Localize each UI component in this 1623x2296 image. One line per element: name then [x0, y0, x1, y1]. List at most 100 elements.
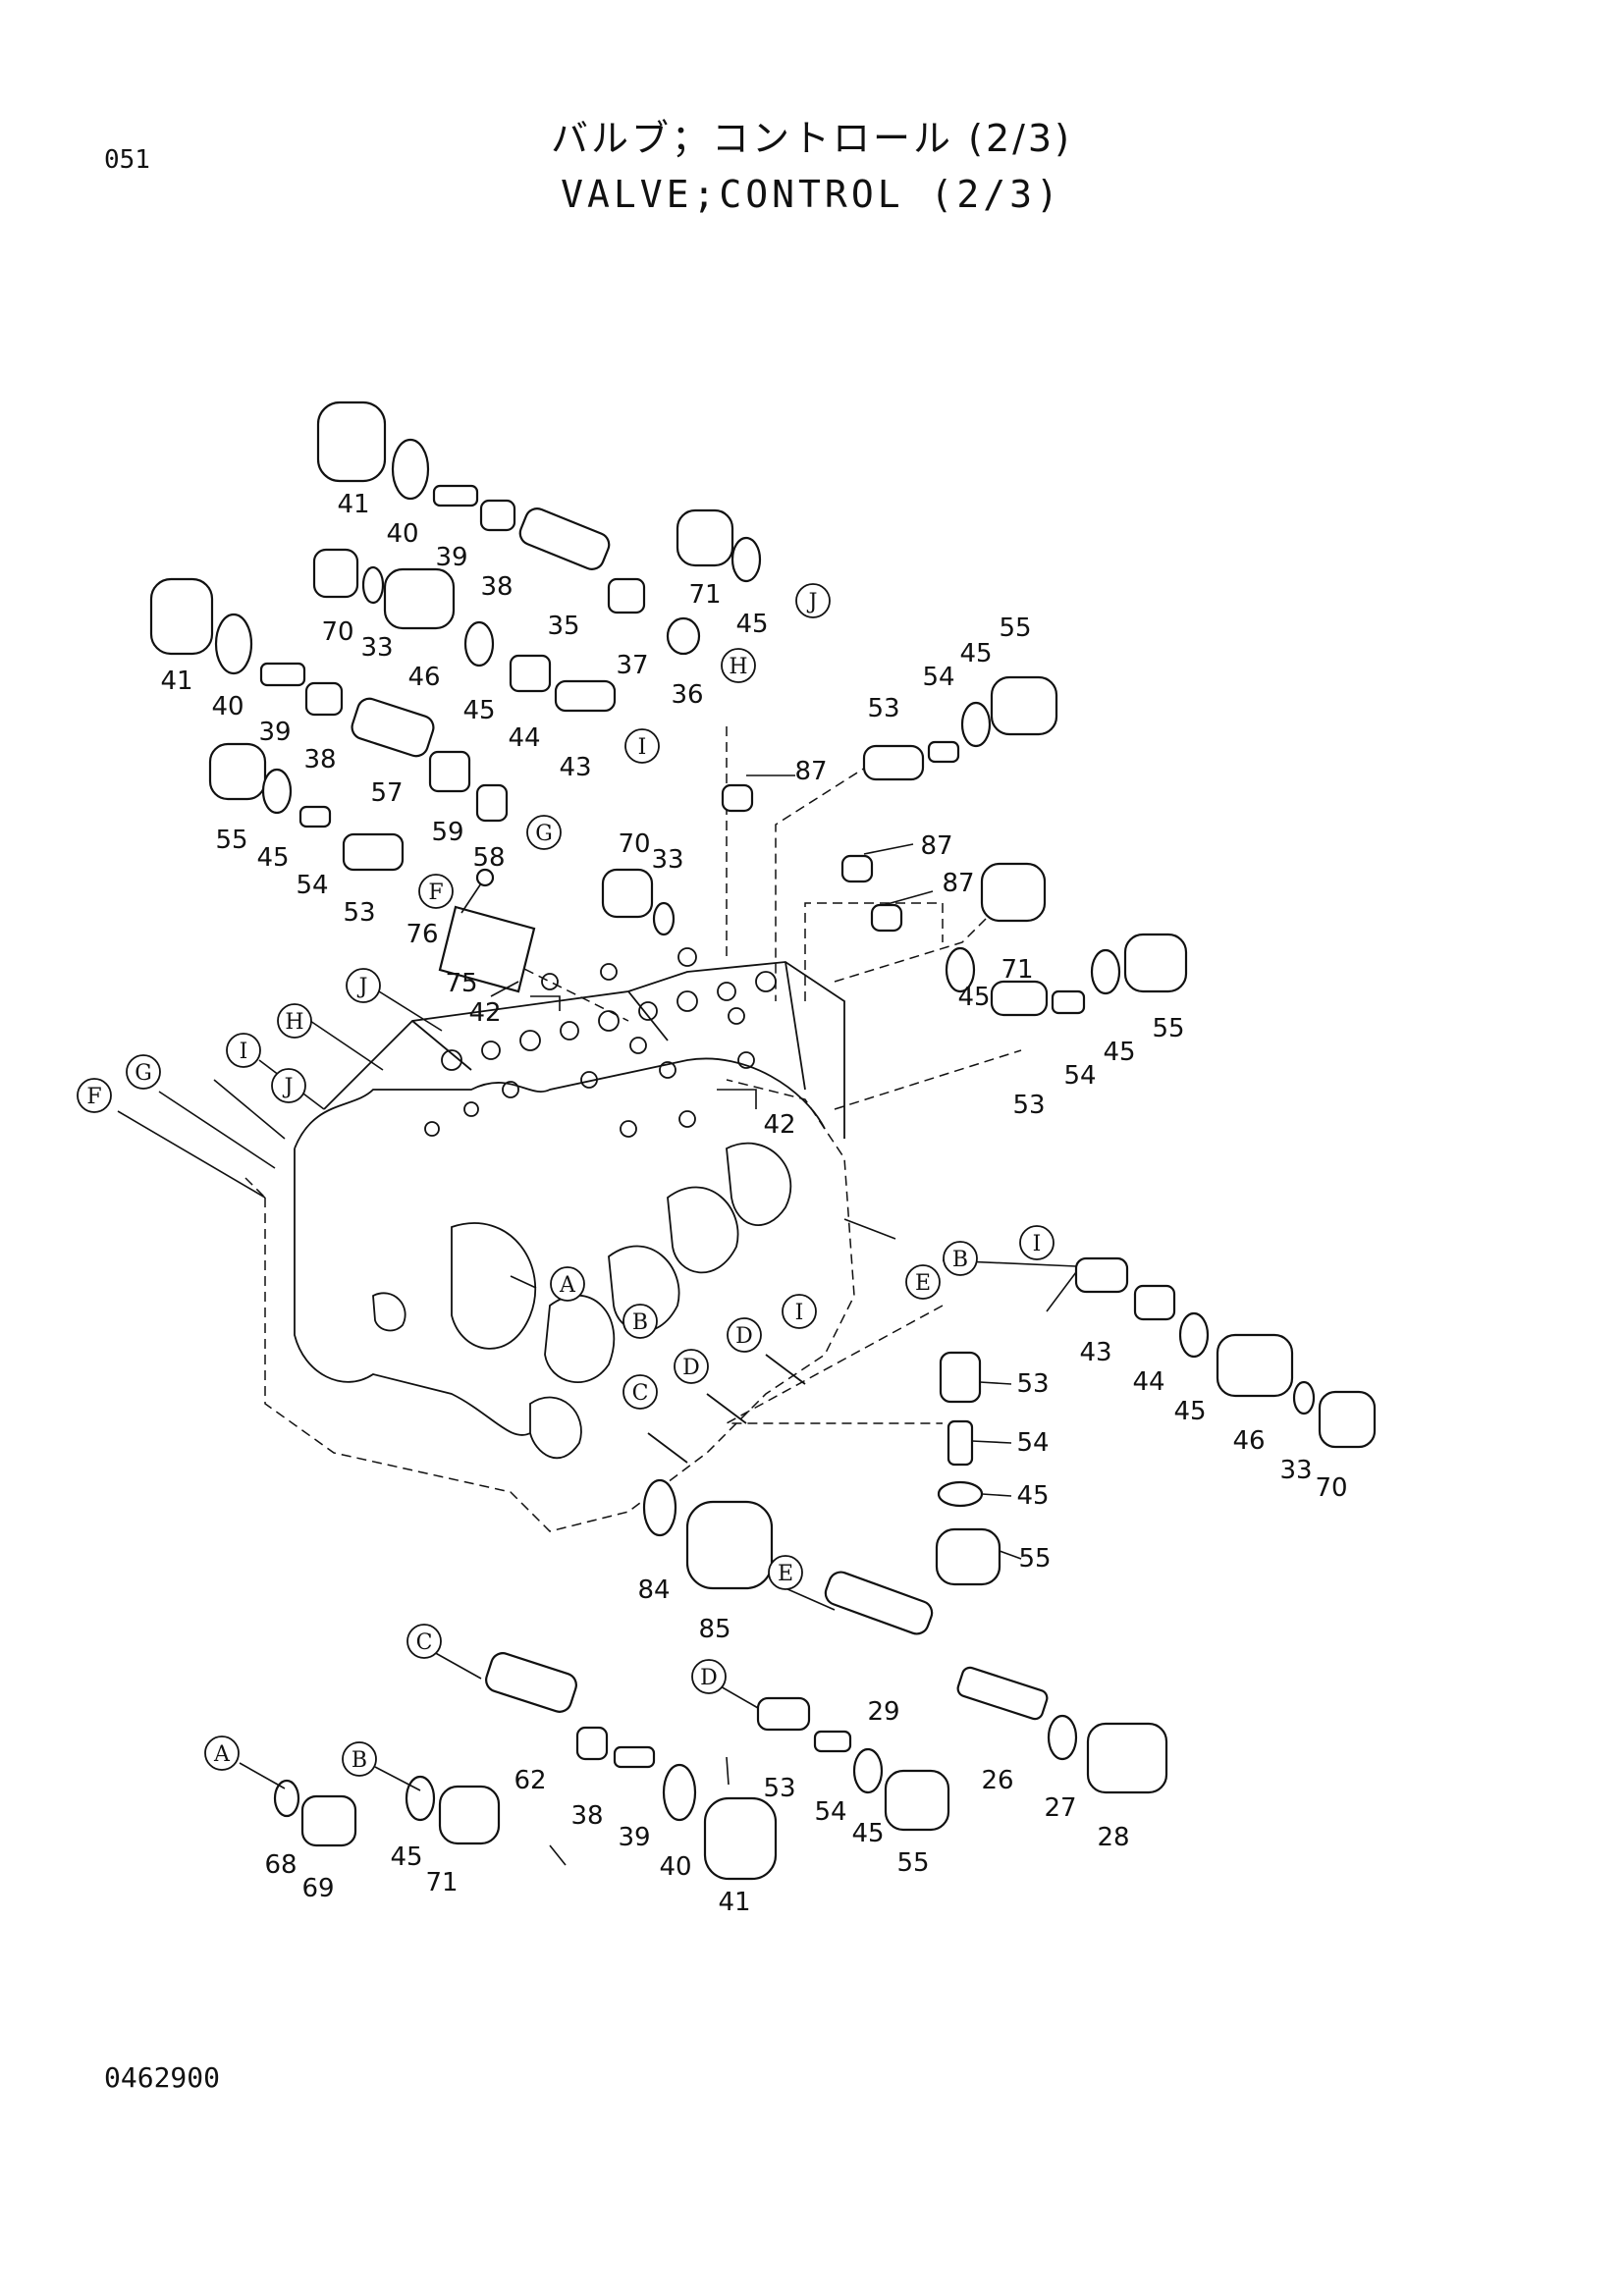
label-45: 45 — [390, 1842, 422, 1872]
svg-text:H: H — [729, 655, 747, 679]
piston-53-upper — [862, 744, 925, 781]
plug-87-c — [870, 903, 903, 933]
spring-26 — [956, 1666, 1049, 1721]
piston-53-stack — [939, 1351, 982, 1404]
o-ring-45-stack — [937, 1480, 984, 1508]
svg-text:B: B — [352, 1748, 367, 1773]
label-45: 45 — [462, 696, 495, 725]
svg-text:D: D — [735, 1324, 753, 1349]
o-ring-33-mid — [361, 565, 385, 605]
svg-text:G: G — [535, 822, 553, 846]
o-ring-40-left — [214, 613, 253, 675]
seat-36 — [666, 616, 701, 656]
spool-29 — [824, 1571, 934, 1635]
spool-62 — [485, 1652, 577, 1713]
o-ring-45-right3 — [1178, 1311, 1210, 1359]
svg-text:F: F — [86, 1085, 101, 1109]
o-ring-45-right — [945, 946, 976, 993]
plug-55-upper — [990, 675, 1058, 736]
label-46: 46 — [407, 663, 440, 692]
svg-text:E: E — [778, 1562, 793, 1586]
spring-54-upper — [927, 740, 960, 764]
svg-text:F: F — [428, 881, 443, 905]
plug-70-mid — [312, 548, 359, 599]
ref-circle: I — [226, 1033, 261, 1068]
drawing-code: 0462900 — [104, 2061, 221, 2094]
poppet-43-right — [1074, 1256, 1129, 1294]
parts — [149, 400, 1377, 1881]
label-55: 55 — [1018, 1544, 1051, 1574]
label-75: 75 — [445, 969, 477, 998]
ref-circle: C — [622, 1374, 658, 1410]
label-33: 33 — [1279, 1456, 1312, 1485]
label-40: 40 — [211, 692, 243, 721]
o-ring-45-right2 — [1090, 948, 1121, 995]
label-33: 33 — [651, 845, 683, 875]
piston-53-lower — [756, 1696, 811, 1732]
plug-41-top — [316, 400, 387, 483]
label-46: 46 — [1232, 1426, 1265, 1456]
ref-circle: A — [550, 1266, 585, 1302]
svg-text:B: B — [632, 1310, 648, 1335]
sleeve-38-left — [304, 681, 344, 717]
label-43: 43 — [1079, 1338, 1111, 1367]
spring-59 — [428, 750, 471, 793]
spring-44-top — [509, 654, 552, 693]
ref-circle: I — [624, 728, 660, 764]
ref-circle: D — [691, 1659, 727, 1694]
label-68: 68 — [264, 1850, 297, 1880]
svg-text:I: I — [1033, 1232, 1042, 1256]
label-84: 84 — [637, 1575, 670, 1605]
svg-text:J: J — [807, 590, 818, 614]
plug-46-mid — [383, 567, 456, 630]
o-ring-45-top — [730, 536, 762, 583]
ref-circle: I — [1019, 1225, 1055, 1260]
piston-53-right — [990, 980, 1049, 1017]
seat-58 — [475, 783, 509, 823]
plug-41-left — [149, 577, 214, 656]
o-ring-68 — [273, 1779, 300, 1818]
svg-text:I: I — [795, 1301, 804, 1325]
label-27: 27 — [1044, 1793, 1076, 1823]
o-ring-33-cover — [652, 901, 676, 936]
ref-circle: G — [526, 815, 562, 850]
label-55: 55 — [896, 1848, 929, 1878]
label-54: 54 — [1063, 1061, 1096, 1091]
plug-55-lower — [884, 1769, 950, 1832]
plug-71-right — [980, 862, 1047, 923]
label-45: 45 — [957, 983, 990, 1012]
title-japanese: バルブ；コントロール (2/3) — [551, 117, 1072, 160]
label-58: 58 — [472, 843, 505, 873]
spring-39-left — [259, 662, 306, 687]
label-45: 45 — [1103, 1038, 1135, 1067]
label-59: 59 — [431, 818, 463, 847]
label-44: 44 — [1132, 1367, 1164, 1397]
ref-circle: D — [727, 1317, 762, 1353]
ref-circle: B — [342, 1741, 377, 1777]
label-42: 42 — [763, 1110, 795, 1140]
label-70: 70 — [321, 617, 353, 647]
part-number-labels: 41 40 39 38 35 37 71 45 70 33 46 36 41 4… — [160, 490, 1347, 1917]
spool-35 — [518, 507, 611, 570]
svg-text:H: H — [285, 1010, 303, 1035]
label-39: 39 — [618, 1823, 650, 1852]
plug-46-right — [1216, 1333, 1294, 1398]
poppet-43-top — [554, 679, 617, 713]
label-55: 55 — [1152, 1014, 1184, 1043]
label-41: 41 — [337, 490, 369, 519]
label-40: 40 — [386, 519, 418, 549]
plug-70-right — [1318, 1390, 1377, 1449]
label-70: 70 — [1315, 1473, 1347, 1503]
ref-circle: D — [674, 1349, 709, 1384]
label-41: 41 — [718, 1888, 750, 1917]
label-87: 87 — [942, 869, 974, 898]
label-87: 87 — [794, 757, 827, 786]
svg-text:E: E — [915, 1271, 931, 1296]
svg-text:J: J — [357, 975, 368, 999]
label-87: 87 — [920, 831, 952, 861]
svg-text:J: J — [283, 1075, 294, 1099]
label-71: 71 — [1001, 955, 1033, 985]
o-ring-40-top — [391, 438, 430, 501]
sleeve-38-lower — [575, 1726, 609, 1761]
label-55: 55 — [215, 826, 247, 855]
